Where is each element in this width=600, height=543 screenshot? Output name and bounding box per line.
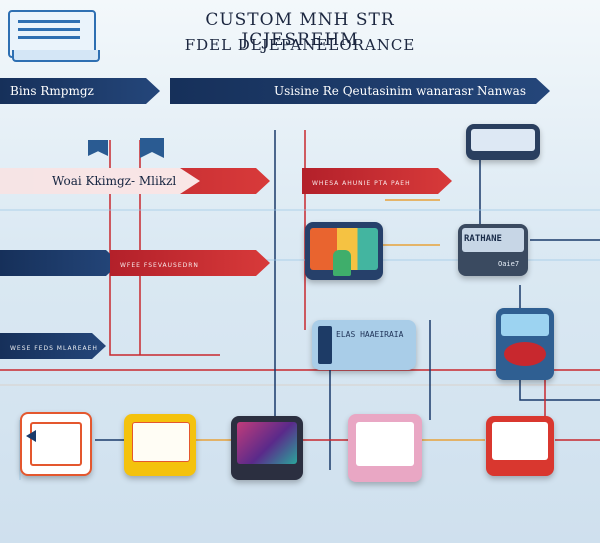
banner-top-left-label: Bins Rmpmgz (10, 84, 94, 98)
arrow-left-icon (26, 430, 36, 442)
terminal-panel-text: ELAS HAAEIRAIA (336, 330, 404, 339)
device-speaker-right (496, 308, 554, 380)
banner-top-right-label: Usisine Re Qeutasinim wanarasr Nanwas (274, 84, 526, 98)
device-card-1 (20, 412, 92, 476)
banner-blue-lower-label: WESE FEDS MLAREAEH (10, 345, 98, 352)
banner-red-left-label: Woai Kkimgz- Mlikzl (52, 174, 177, 188)
banner-red-center-label: WFEE FSEVAUSEDRN (120, 262, 199, 269)
banner-red-mid-label: WHESA AHUNIE PTA PAEH (312, 180, 411, 187)
wire-red-left-vertical (109, 140, 220, 356)
device-card-2 (124, 414, 196, 476)
device-card-5 (486, 416, 554, 476)
banner-blue-left (0, 250, 120, 276)
device-card-4 (348, 414, 422, 482)
banner-red-left-inner (0, 168, 200, 194)
document-stack-icon (8, 10, 100, 62)
device-dashboard-panel (305, 222, 383, 280)
tab-marker-icon (88, 140, 108, 156)
radio-panel-label: RATHANE (464, 234, 502, 244)
device-card-3 (231, 416, 303, 480)
device-radio-panel: RATHANE Oaie7 (458, 224, 528, 276)
tab-marker-icon-2 (140, 138, 164, 158)
banner-red-center: WFEE FSEVAUSEDRN (110, 250, 270, 276)
banner-top-right: Usisine Re Qeutasinim wanarasr Nanwas (170, 78, 550, 104)
device-terminal-panel: ELAS HAAEIRAIA (312, 320, 416, 370)
device-monitor-top-right (466, 124, 540, 160)
banner-blue-lower: WESE FEDS MLAREAEH (0, 333, 106, 359)
banner-top-left: Bins Rmpmgz (0, 78, 160, 104)
diagram-title-line-2: FDEL DLJEPANELORANCE (184, 36, 416, 54)
radio-panel-sub: Oaie7 (498, 260, 520, 268)
diagram-title-line-1: CUSTOM MNH STR JCJESREHM (205, 10, 395, 50)
banner-red-mid: WHESA AHUNIE PTA PAEH (302, 168, 452, 194)
